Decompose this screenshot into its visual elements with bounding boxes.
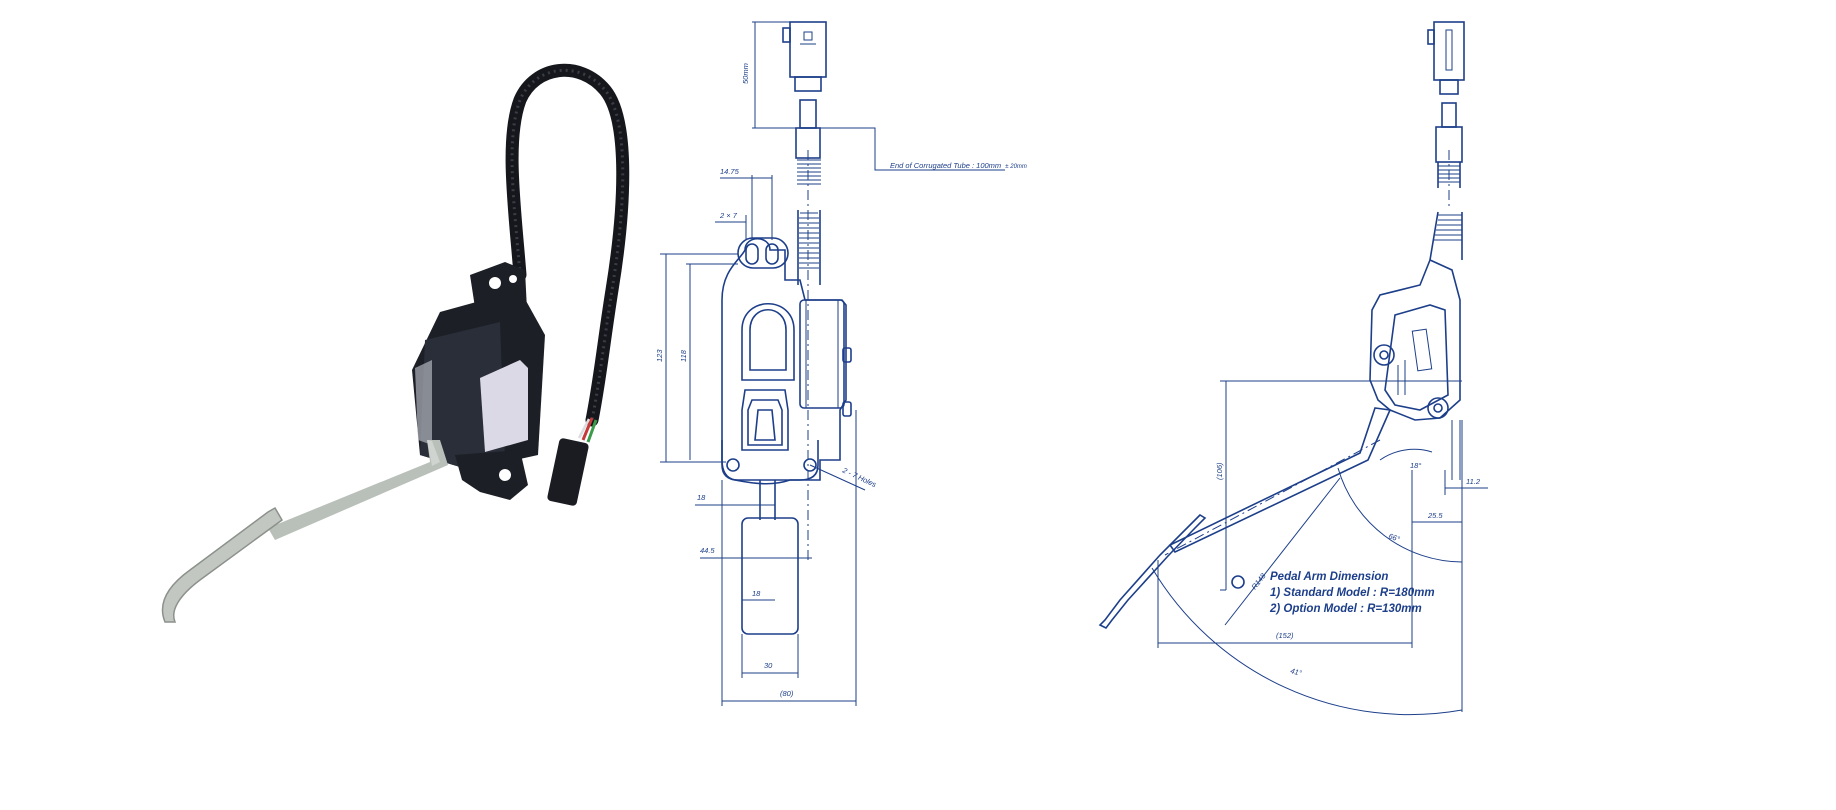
- pedal-pad: [161, 506, 283, 623]
- pedal-pad-front: [741, 517, 799, 635]
- pedal-arm: [268, 440, 448, 540]
- sensor-body-front: [721, 237, 847, 485]
- side-view-drawing: (106) 18° 11.2 25.5 66° R148 (152) 41° P…: [1098, 21, 1488, 716]
- tube-note-tolerance: ± 20mm: [1005, 164, 1027, 170]
- dim-angle-18: 18°: [1410, 461, 1421, 470]
- pedal-arm-note-title: Pedal Arm Dimension: [1270, 571, 1388, 583]
- dim-arm-offset-upper: 18: [697, 493, 706, 502]
- corrugated-tube-side: [1429, 162, 1463, 261]
- mount-hole-left: [726, 458, 740, 472]
- label-plate: [480, 360, 528, 452]
- dim-angle-66: 66°: [1387, 531, 1401, 543]
- pedal-pad-side: [1098, 513, 1207, 630]
- dim-inner-height: 118: [679, 349, 688, 362]
- dim-overall-width: (80): [780, 689, 794, 698]
- dim-angle-41: 41°: [1290, 666, 1303, 677]
- mount-flange-bottom: [455, 450, 528, 500]
- tube-note-text: End of Corrugated Tube : 100mm: [890, 161, 1001, 170]
- pedal-arm-note-standard: 1) Standard Model : R=180mm: [1270, 587, 1435, 599]
- corrugated-tube-front: [797, 159, 821, 285]
- mount-hole-right: [803, 458, 817, 472]
- dim-pivot-height: (106): [1215, 462, 1224, 480]
- dim-mount-holes: 2 - 7 Holes: [840, 465, 878, 489]
- dim-overall-height: 123: [655, 349, 664, 362]
- front-view-drawing: 50mm End of Corrugated Tube : 100mm ± 20…: [655, 21, 1027, 706]
- dim-horizontal-152: (152): [1276, 631, 1294, 640]
- dim-arm-offset-lower: 18: [752, 589, 761, 598]
- dim-pad-offset: 44.5: [700, 546, 715, 555]
- pedal-arm-side: [1168, 407, 1392, 554]
- dim-pad-width: 30: [764, 661, 773, 670]
- pedal-arm-note-option: 2) Option Model : R=130mm: [1269, 603, 1422, 615]
- electrical-connector: [547, 438, 589, 506]
- product-photo: [161, 63, 630, 623]
- dim-connector-length: 50mm: [741, 63, 750, 84]
- dim-tube-note: End of Corrugated Tube : 100mm ± 20mm: [890, 161, 1027, 170]
- dim-offset-25-5: 25.5: [1427, 511, 1443, 520]
- wire-red: [581, 417, 594, 441]
- dim-slot: 2 × 7: [719, 211, 738, 220]
- dim-hole-spacing: 14.75: [720, 167, 740, 176]
- wire-green: [586, 419, 598, 443]
- dim-offset-11-2: 11.2: [1466, 477, 1481, 486]
